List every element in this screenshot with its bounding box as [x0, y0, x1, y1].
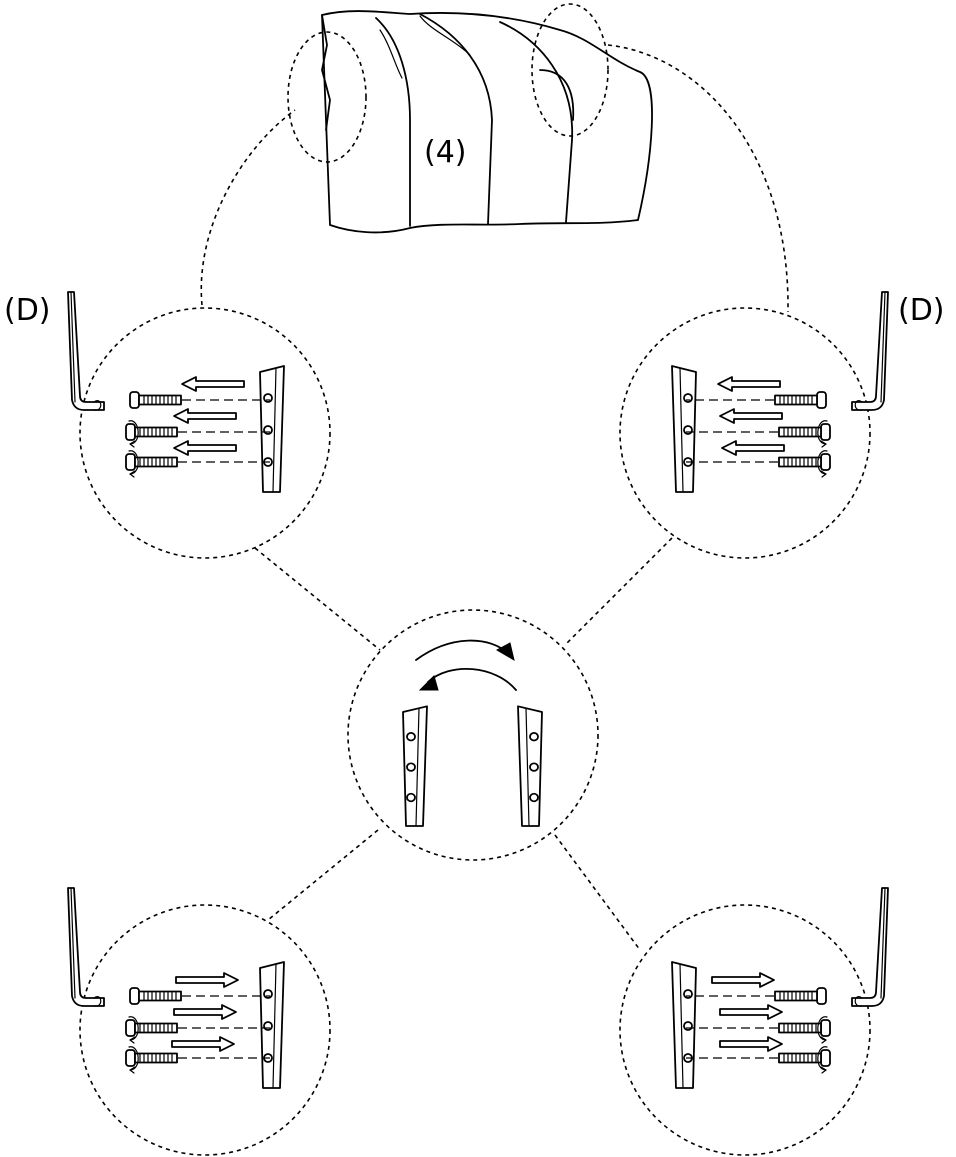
hardware-label-left: (D) — [4, 293, 51, 328]
detail-circle-bottom-right — [619, 888, 888, 1156]
detail-marker-left — [287, 31, 367, 163]
detail-circle-center — [347, 609, 599, 861]
cushion-icon — [321, 10, 653, 234]
connector-lines — [200, 44, 789, 951]
detail-marker-right — [531, 3, 609, 137]
hardware-label-right: (D) — [898, 293, 945, 328]
part-number-label: (4) — [424, 135, 467, 170]
detail-circle-bottom-left — [68, 888, 331, 1156]
detail-circle-top-left — [68, 292, 331, 559]
detail-circle-top-right — [619, 292, 888, 559]
